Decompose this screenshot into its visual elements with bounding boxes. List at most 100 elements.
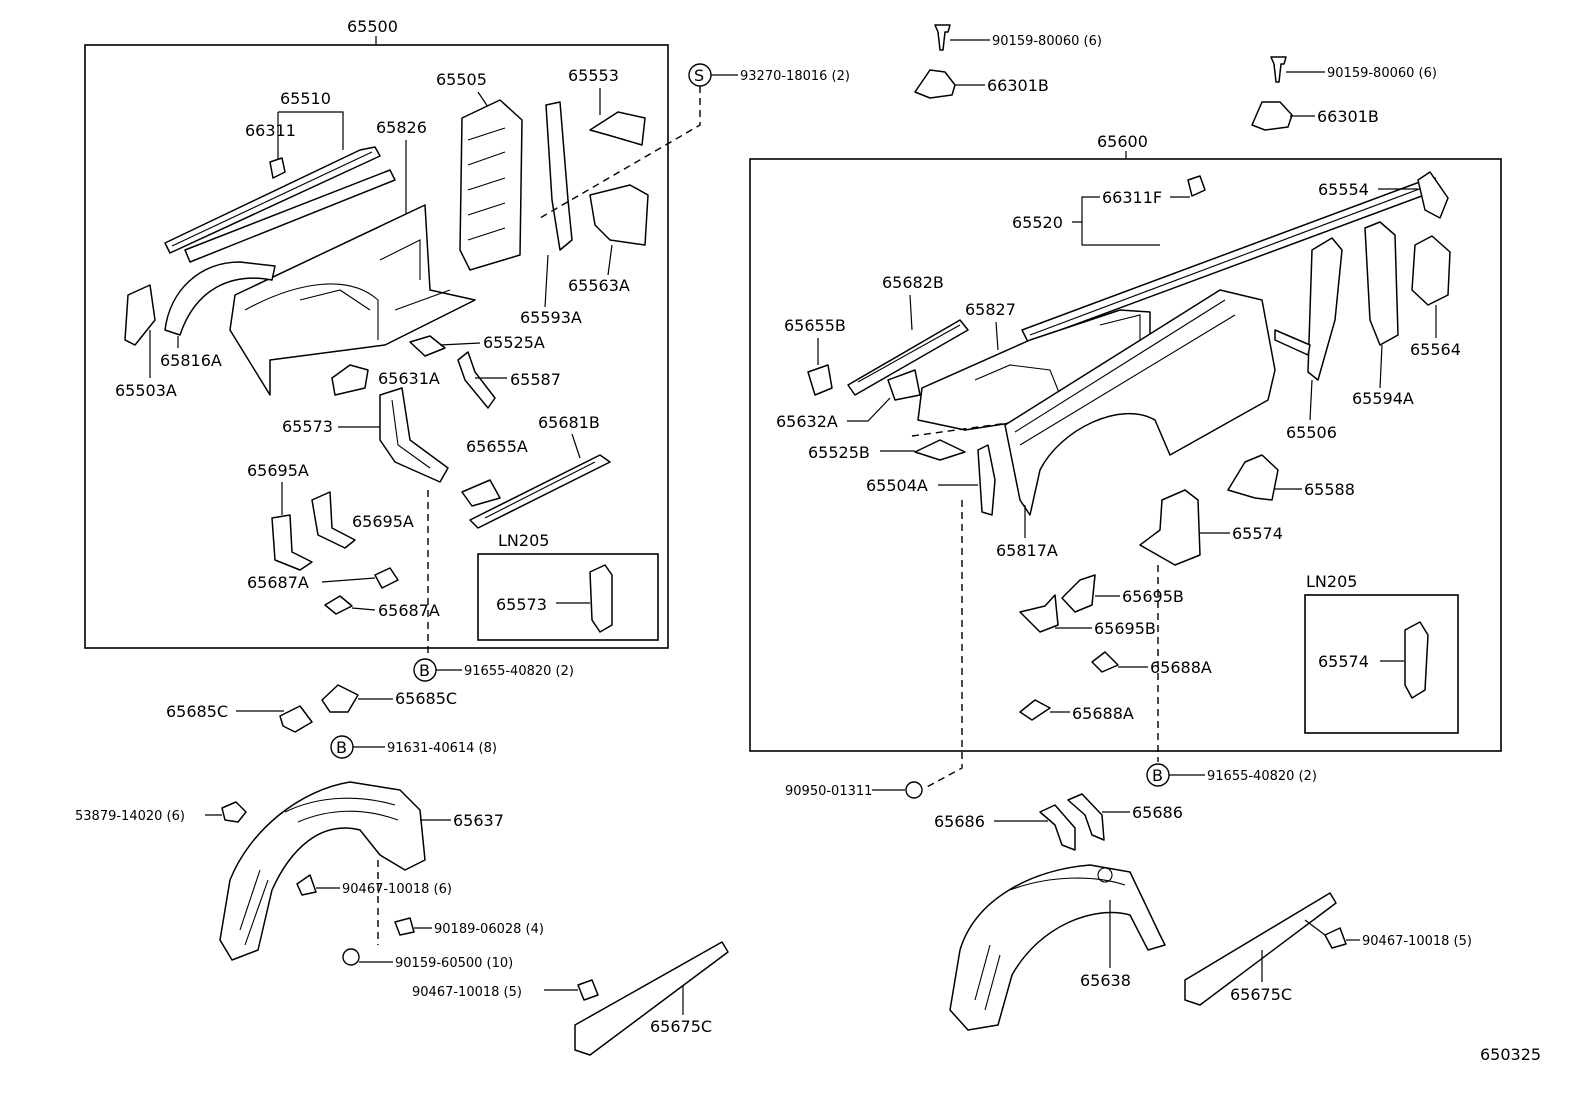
bracket-65695a-1-shape bbox=[271, 514, 313, 571]
bracket-65525b-shape bbox=[914, 439, 966, 461]
part-label-65687a-2: 65687A bbox=[378, 601, 440, 620]
part-label-65564: 65564 bbox=[1410, 340, 1461, 359]
part-label-65655a: 65655A bbox=[466, 437, 528, 456]
rail-65681b-shape bbox=[469, 454, 611, 529]
clip-53879-icon bbox=[221, 801, 247, 823]
b-marker-right-letter: B bbox=[1152, 766, 1163, 785]
pin-label-90467-1: 90467-10018 (6) bbox=[342, 882, 452, 897]
bedside-65826-shape bbox=[184, 169, 396, 263]
part-label-65588: 65588 bbox=[1304, 480, 1355, 499]
part-label-66311: 66311 bbox=[245, 121, 296, 140]
pin-90467-1-icon bbox=[296, 874, 317, 896]
pillar-65593a-shape bbox=[545, 101, 573, 251]
fastener-label-91631: 91631-40614 (8) bbox=[387, 741, 497, 756]
part-label-65503a: 65503A bbox=[115, 381, 177, 400]
bracket-65695b-2-shape bbox=[1019, 594, 1059, 633]
part-label-65655b: 65655B bbox=[784, 316, 846, 335]
part-label-65587: 65587 bbox=[510, 370, 561, 389]
pin-90467-2-icon bbox=[577, 979, 599, 1001]
bracket-65525a-shape bbox=[409, 335, 446, 357]
bracket-65563a-shape bbox=[589, 184, 649, 246]
part-label-65525b: 65525B bbox=[808, 443, 870, 462]
part-label-65695a-2: 65695A bbox=[352, 512, 414, 531]
part-label-65525a: 65525A bbox=[483, 333, 545, 352]
part-label-65827: 65827 bbox=[965, 300, 1016, 319]
part-label-65506: 65506 bbox=[1286, 423, 1337, 442]
clip-66311f-shape bbox=[1187, 175, 1206, 197]
part-label-65563a: 65563A bbox=[568, 276, 630, 295]
part-label-65594a: 65594A bbox=[1352, 389, 1414, 408]
fastener-label-90159-80060-left: 90159-80060 (6) bbox=[992, 34, 1102, 49]
liner-65638-shape bbox=[949, 864, 1166, 1031]
clip-65685c-left-shape bbox=[279, 705, 313, 733]
fastener-label-91655-right: 91655-40820 (2) bbox=[1207, 769, 1317, 784]
bracket-inset-65573-shape bbox=[589, 564, 613, 633]
clip-65687a-2-shape bbox=[324, 595, 353, 615]
bracket-65686-b-shape bbox=[1067, 793, 1105, 841]
bracket-66301b-left-shape bbox=[914, 69, 956, 99]
part-label-65505: 65505 bbox=[436, 70, 487, 89]
bracket-65695a-2-shape bbox=[311, 491, 356, 549]
bracket-inset-65574-shape bbox=[1404, 621, 1429, 699]
plug-90950-icon bbox=[905, 781, 923, 799]
bracket-label-66301b-right: 66301B bbox=[1317, 107, 1379, 126]
bracket-65588-shape bbox=[1227, 454, 1279, 501]
part-label-65695b-2: 65695B bbox=[1094, 619, 1156, 638]
bracket-label-66301b-left: 66301B bbox=[987, 76, 1049, 95]
rail-65682b-shape bbox=[847, 319, 969, 396]
inset-frame-left bbox=[477, 553, 659, 641]
part-label-65504a: 65504A bbox=[866, 476, 928, 495]
bolt-90159-icon bbox=[342, 948, 360, 966]
clip-66311-shape bbox=[269, 157, 286, 179]
flap-65675c-left-shape bbox=[574, 941, 729, 1056]
bedfloor-65826-shape bbox=[229, 204, 476, 396]
screw-90189-icon bbox=[394, 917, 415, 936]
clip-65688a-1-shape bbox=[1091, 651, 1119, 673]
bracket-65564-shape bbox=[1411, 235, 1451, 306]
part-label-65688a-2: 65688A bbox=[1072, 704, 1134, 723]
fastener-label-93270: 93270-18016 (2) bbox=[740, 69, 850, 84]
part-label-65688a-1: 65688A bbox=[1150, 658, 1212, 677]
inset-part-label-left: 65573 bbox=[496, 595, 547, 614]
bracket-label-65686-b: 65686 bbox=[1132, 803, 1183, 822]
part-label-65573: 65573 bbox=[282, 417, 333, 436]
bracket-65655b-shape bbox=[807, 364, 833, 396]
inset-frame-right bbox=[1304, 594, 1459, 734]
bracket-65631a-shape bbox=[331, 364, 369, 396]
part-label-65510: 65510 bbox=[280, 89, 331, 108]
bracket-65587-shape bbox=[457, 351, 496, 409]
pillar-65594a-shape bbox=[1364, 221, 1399, 346]
part-label-65817a: 65817A bbox=[996, 541, 1058, 560]
pin-90467-right-icon bbox=[1324, 927, 1347, 949]
diagram-reference-number: 650325 bbox=[1480, 1045, 1541, 1064]
screw-label-90189: 90189-06028 (4) bbox=[434, 922, 544, 937]
bracket-label-65686-a: 65686 bbox=[934, 812, 985, 831]
part-label-65520: 65520 bbox=[1012, 213, 1063, 232]
liner-label-65638: 65638 bbox=[1080, 971, 1131, 990]
clip-label-65685c-left: 65685C bbox=[166, 702, 228, 721]
bracket-66301b-right-shape bbox=[1251, 101, 1293, 131]
fastener-label-91655-left: 91655-40820 (2) bbox=[464, 664, 574, 679]
bracket-65573-shape bbox=[379, 387, 449, 483]
inset-part-label-right: 65574 bbox=[1318, 652, 1369, 671]
pin-label-90467-right: 90467-10018 (5) bbox=[1362, 934, 1472, 949]
part-label-65681b: 65681B bbox=[538, 413, 600, 432]
part-label-65574: 65574 bbox=[1232, 524, 1283, 543]
bracket-65655a-shape bbox=[461, 479, 501, 507]
part-label-65826: 65826 bbox=[376, 118, 427, 137]
panel-65505-shape bbox=[459, 99, 523, 271]
pin-label-90467-2: 90467-10018 (5) bbox=[412, 985, 522, 1000]
liner-label-65637: 65637 bbox=[453, 811, 504, 830]
wheelhouse-65816a-shape bbox=[164, 261, 276, 336]
bracket-65554-shape bbox=[1417, 171, 1449, 219]
flap-label-65675c-right: 65675C bbox=[1230, 985, 1292, 1004]
clip-65685c-right-shape bbox=[321, 684, 359, 713]
b-marker-left-letter: B bbox=[419, 661, 430, 680]
assembly-label-65500: 65500 bbox=[347, 17, 398, 36]
bracket-65574-shape bbox=[1139, 489, 1201, 566]
s-marker-letter: S bbox=[694, 66, 704, 85]
clip-label-53879: 53879-14020 (6) bbox=[75, 809, 185, 824]
bracket-65686-a-shape bbox=[1039, 804, 1076, 851]
clip-65688a-2-shape bbox=[1019, 699, 1051, 721]
